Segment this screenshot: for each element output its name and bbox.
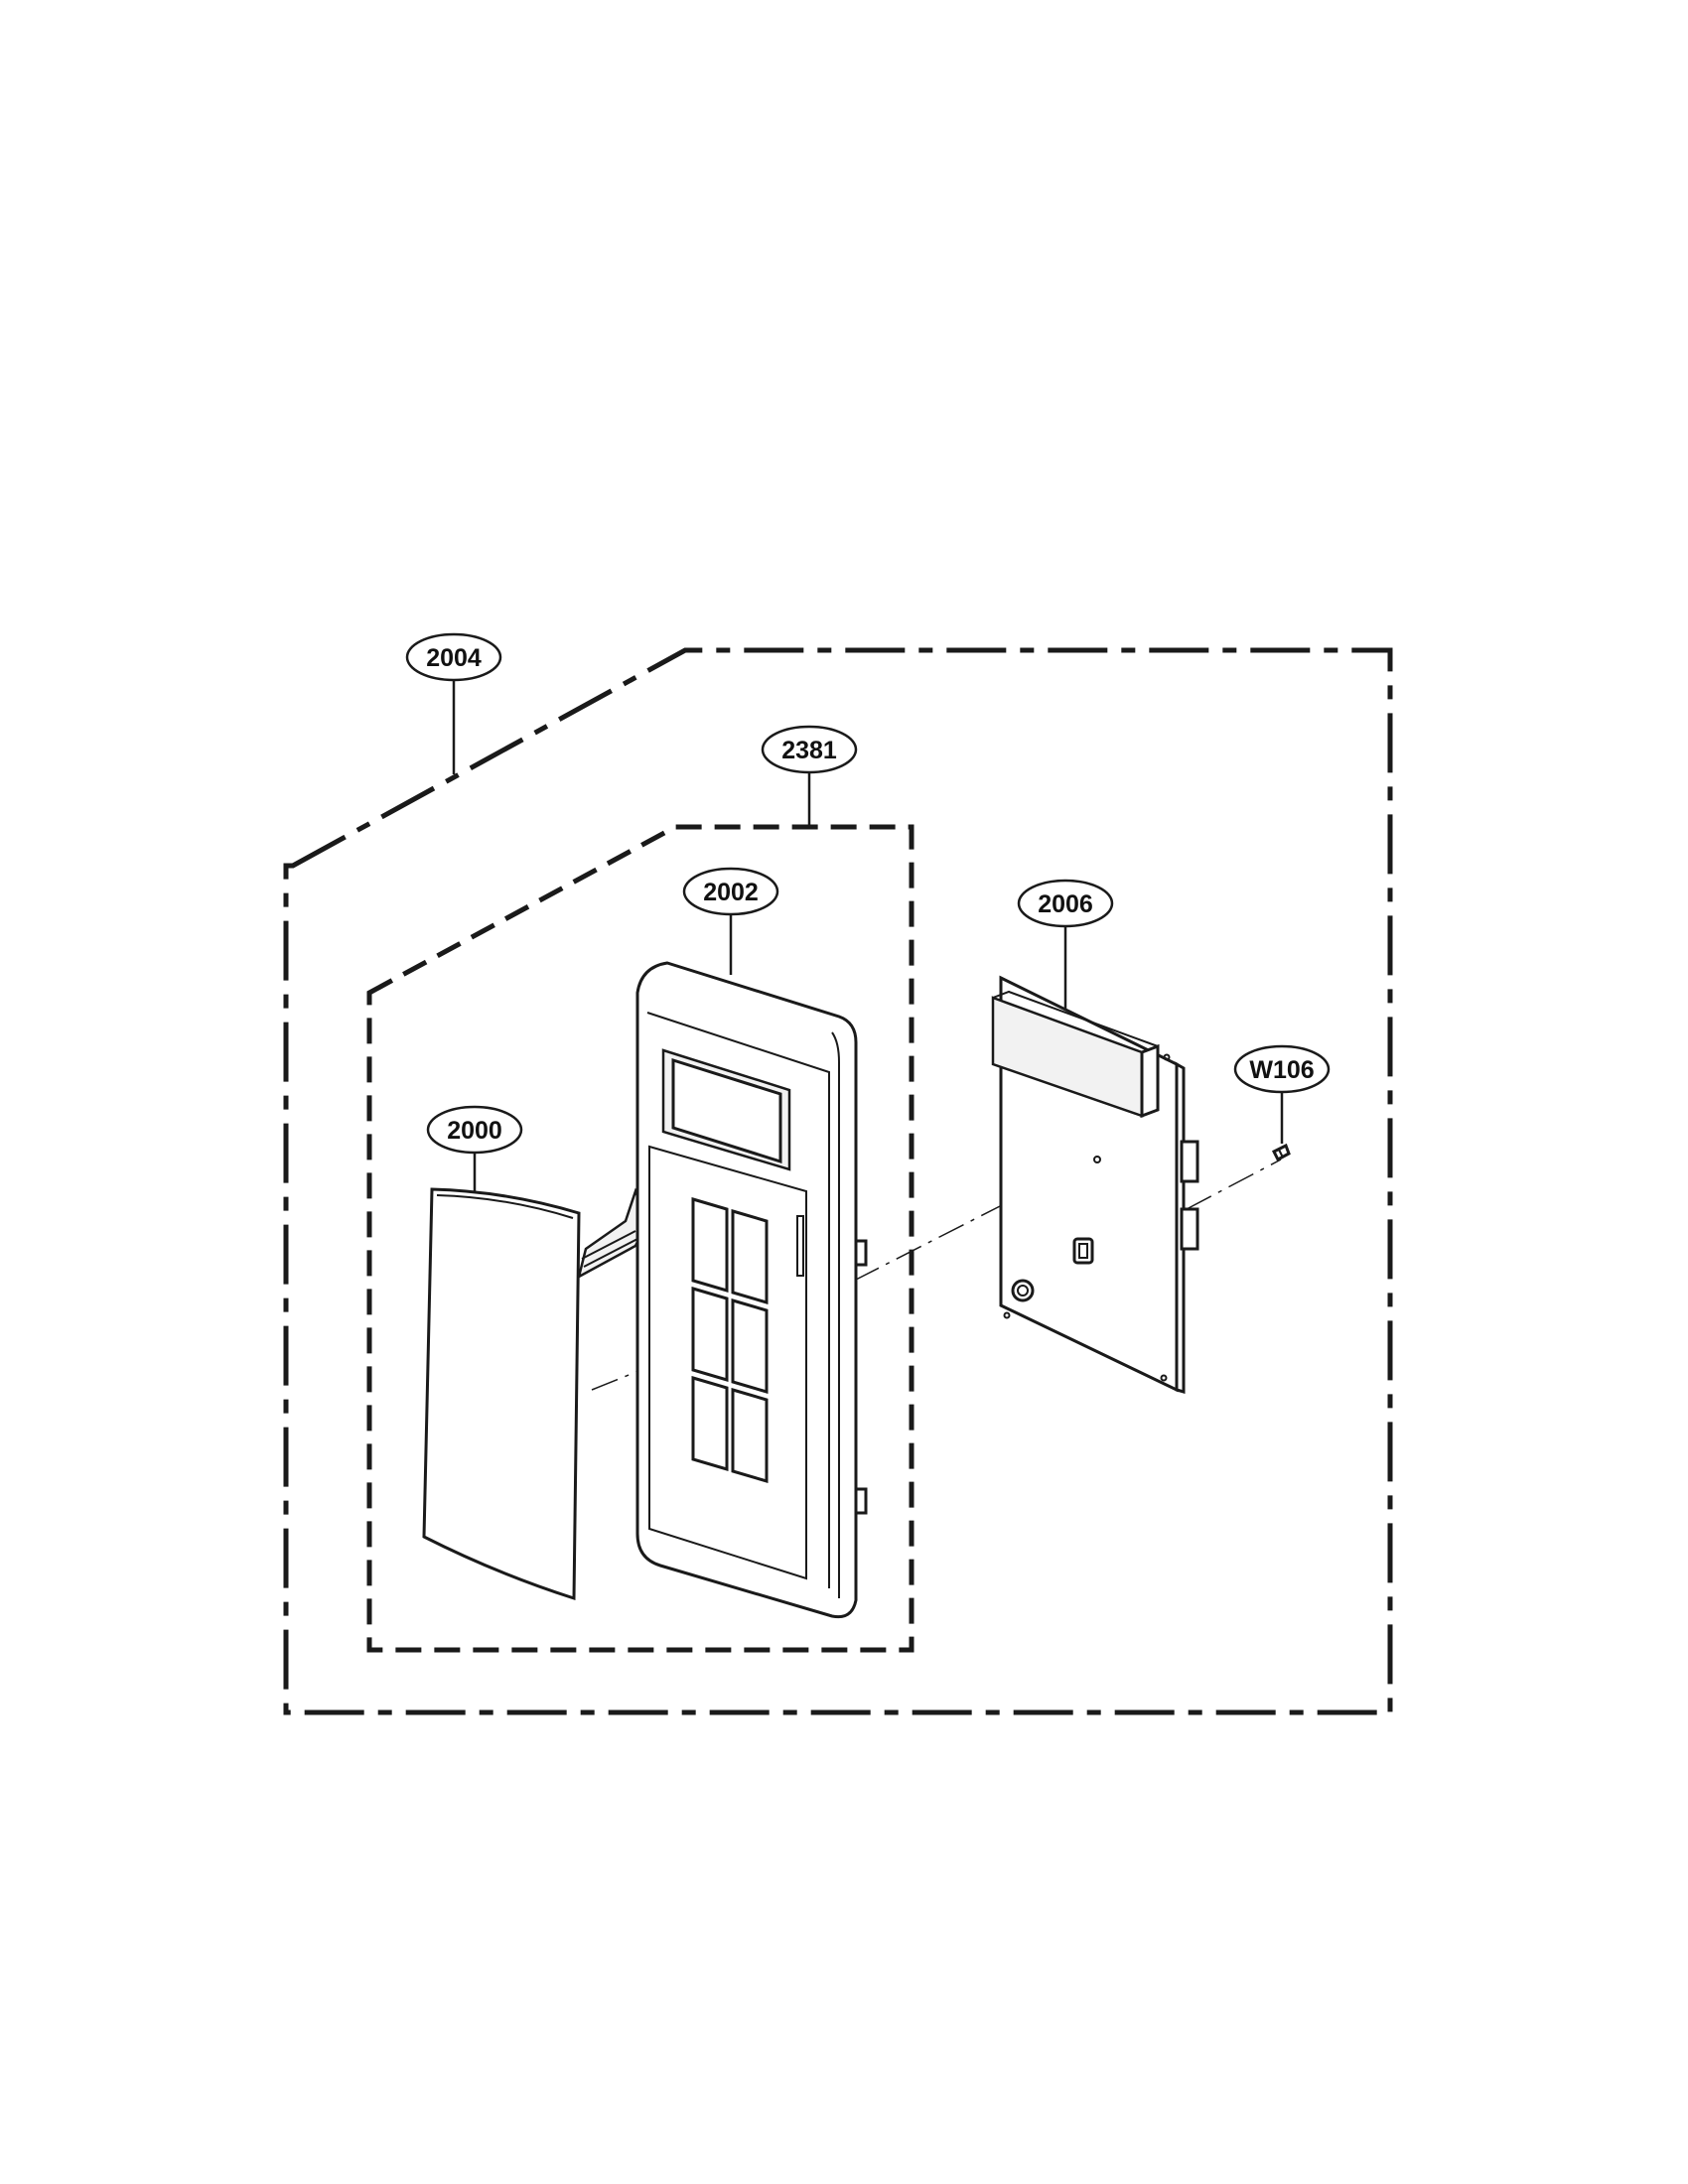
membrane-keypad-part <box>422 1187 649 1601</box>
svg-text:2006: 2006 <box>1038 890 1093 918</box>
svg-text:2004: 2004 <box>426 644 482 672</box>
callout-2006: 2006 <box>1017 879 1114 928</box>
svg-text:2000: 2000 <box>447 1117 502 1145</box>
callout-2004: 2004 <box>405 632 502 682</box>
pcb-assembly-part <box>991 975 1199 1394</box>
keypad-button-grid <box>691 1196 769 1484</box>
svg-text:2002: 2002 <box>703 879 759 906</box>
control-panel-frame-part <box>635 961 868 1619</box>
assembly-axis-screw <box>1186 1159 1282 1210</box>
svg-text:2381: 2381 <box>781 737 837 764</box>
callout-2000: 2000 <box>426 1105 523 1155</box>
screw-part <box>1271 1143 1291 1162</box>
assembly-axis-pcb <box>853 1178 1054 1282</box>
svg-text:W106: W106 <box>1249 1056 1314 1084</box>
subassembly-boundary-2381 <box>366 824 914 1653</box>
callout-W106: W106 <box>1233 1044 1331 1094</box>
callout-2002: 2002 <box>682 867 779 916</box>
callout-2381: 2381 <box>761 725 858 774</box>
assembly-boundary-2004 <box>283 647 1393 1715</box>
